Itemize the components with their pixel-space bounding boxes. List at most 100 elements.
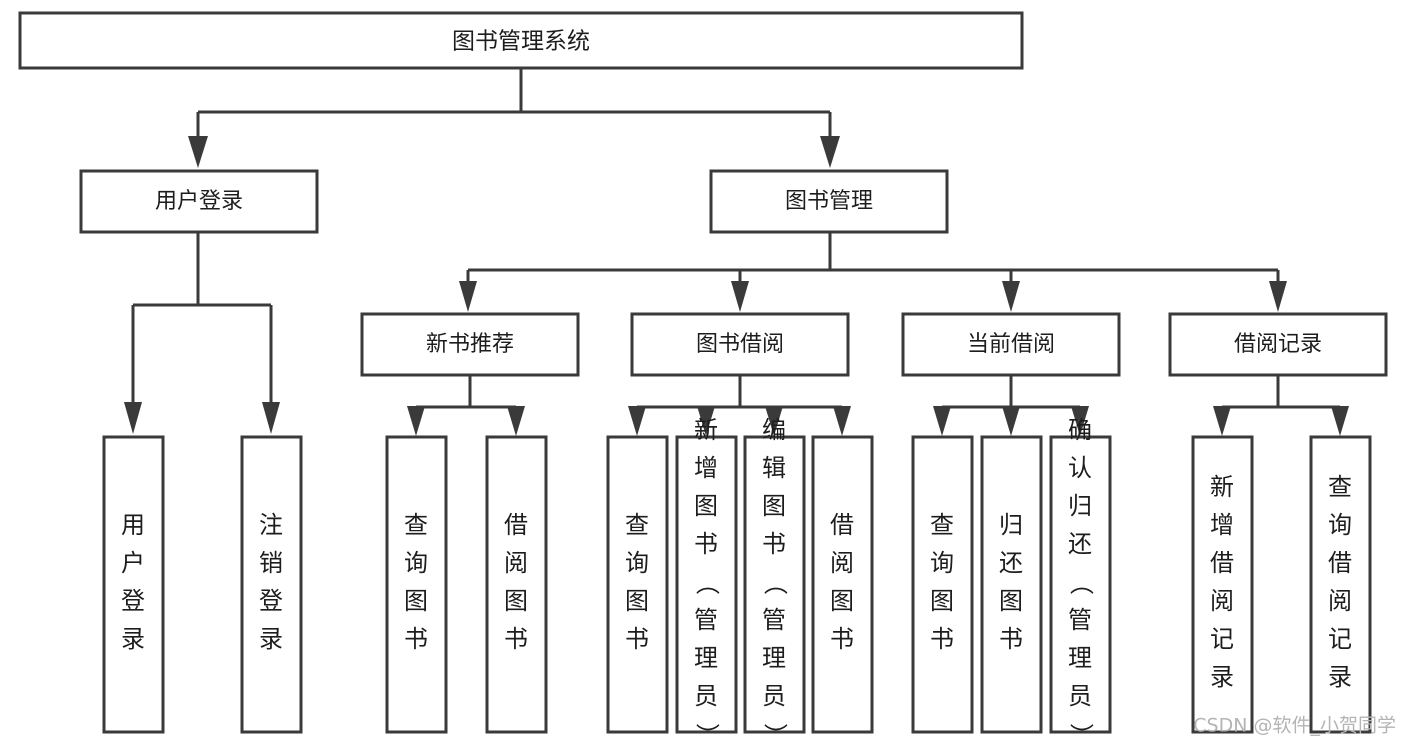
arrow-head-bookborrow-1 bbox=[628, 406, 646, 436]
arrow-head-bookmanage-2 bbox=[731, 281, 749, 312]
svg-text:（: （ bbox=[1067, 571, 1095, 595]
svg-text:（: （ bbox=[761, 571, 789, 595]
leaf-box[interactable] bbox=[811, 435, 874, 734]
arrow-head-userlogin-1 bbox=[124, 402, 142, 434]
svg-text:阅: 阅 bbox=[1210, 587, 1234, 615]
leaf-box[interactable] bbox=[1191, 435, 1254, 734]
svg-text:书: 书 bbox=[930, 625, 954, 653]
svg-text:记: 记 bbox=[1328, 625, 1352, 653]
leaf-box[interactable] bbox=[1309, 435, 1372, 734]
leaf-box[interactable] bbox=[385, 435, 448, 734]
svg-text:图: 图 bbox=[762, 492, 786, 520]
svg-text:管: 管 bbox=[762, 606, 786, 634]
svg-text:录: 录 bbox=[1210, 663, 1234, 691]
svg-text:员: 员 bbox=[1068, 682, 1092, 710]
svg-text:新: 新 bbox=[694, 416, 718, 444]
svg-text:图: 图 bbox=[694, 492, 718, 520]
svg-text:书: 书 bbox=[762, 530, 786, 558]
svg-text:归: 归 bbox=[999, 511, 1023, 539]
leaf-box[interactable] bbox=[606, 435, 669, 734]
watermark-label: CSDN @软件_小贺同学 bbox=[1193, 715, 1396, 737]
node-root-box[interactable] bbox=[18, 11, 1024, 70]
svg-text:借: 借 bbox=[504, 511, 528, 539]
connector-group-new-book bbox=[407, 375, 525, 436]
arrow-head-bookmanage-4 bbox=[1269, 281, 1287, 312]
svg-text:书: 书 bbox=[694, 530, 718, 558]
node-borrow-record-label: 借阅记录 bbox=[1234, 332, 1322, 357]
svg-text:查: 查 bbox=[404, 511, 428, 539]
svg-text:借: 借 bbox=[1210, 549, 1234, 577]
node-user-login-box[interactable] bbox=[79, 169, 319, 234]
node-book-manage[interactable]: 图书管理 bbox=[709, 169, 949, 234]
arrow-head-borrowrecord-2 bbox=[1331, 406, 1349, 436]
arrow-head-bookmanage-3 bbox=[1002, 281, 1020, 312]
leaf-box[interactable] bbox=[743, 435, 806, 734]
svg-text:理: 理 bbox=[1068, 644, 1092, 672]
svg-text:阅: 阅 bbox=[504, 549, 528, 577]
leaf-box[interactable] bbox=[1049, 435, 1112, 734]
node-book-borrow[interactable]: 图书借阅 bbox=[630, 312, 850, 377]
svg-text:管: 管 bbox=[694, 606, 718, 634]
svg-text:理: 理 bbox=[694, 644, 718, 672]
arrow-head-currentborrow-3 bbox=[1071, 406, 1089, 436]
node-book-manage-box[interactable] bbox=[709, 169, 949, 234]
node-book-borrow-box[interactable] bbox=[630, 312, 850, 377]
svg-text:询: 询 bbox=[404, 549, 428, 577]
node-borrow-record-box[interactable] bbox=[1168, 312, 1388, 377]
node-new-book[interactable]: 新书推荐 bbox=[360, 312, 580, 377]
svg-text:注: 注 bbox=[259, 511, 283, 539]
connector-group-book-manage bbox=[459, 232, 1287, 312]
svg-text:录: 录 bbox=[121, 625, 145, 653]
node-root[interactable]: 图书管理系统 bbox=[18, 11, 1024, 70]
connector-group-book-borrow bbox=[628, 375, 851, 436]
svg-text:询: 询 bbox=[1328, 511, 1352, 539]
leaf-box[interactable] bbox=[675, 435, 738, 734]
node-borrow-record[interactable]: 借阅记录 bbox=[1168, 312, 1388, 377]
leaf-box[interactable] bbox=[102, 435, 165, 734]
svg-text:阅: 阅 bbox=[1328, 587, 1352, 615]
leaf-label: 用户登录 bbox=[121, 511, 145, 653]
node-current-borrow[interactable]: 当前借阅 bbox=[901, 312, 1121, 377]
node-user-login-label: 用户登录 bbox=[155, 189, 243, 214]
svg-text:阅: 阅 bbox=[830, 549, 854, 577]
svg-text:归: 归 bbox=[1068, 492, 1092, 520]
node-new-book-label: 新书推荐 bbox=[426, 332, 514, 357]
svg-text:确: 确 bbox=[1068, 416, 1092, 444]
svg-text:借: 借 bbox=[1328, 549, 1352, 577]
arrow-head-newbook-1 bbox=[407, 406, 425, 436]
node-user-login[interactable]: 用户登录 bbox=[79, 169, 319, 234]
svg-text:图: 图 bbox=[625, 587, 649, 615]
svg-text:还: 还 bbox=[1068, 530, 1092, 558]
leaf-box[interactable] bbox=[911, 435, 974, 734]
node-current-borrow-label: 当前借阅 bbox=[967, 332, 1055, 357]
arrow-head-root-2 bbox=[820, 136, 840, 168]
leaf-box[interactable] bbox=[980, 435, 1043, 734]
leaf-node[interactable]: 用户登录 bbox=[102, 435, 165, 734]
svg-text:记: 记 bbox=[1210, 625, 1234, 653]
svg-text:录: 录 bbox=[259, 625, 283, 653]
arrow-head-bookborrow-2 bbox=[697, 406, 715, 436]
svg-text:增: 增 bbox=[1210, 511, 1234, 539]
node-current-borrow-box[interactable] bbox=[901, 312, 1121, 377]
svg-text:询: 询 bbox=[625, 549, 649, 577]
leaf-box[interactable] bbox=[240, 435, 303, 734]
leaf-box[interactable] bbox=[485, 435, 548, 734]
node-new-book-box[interactable] bbox=[360, 312, 580, 377]
svg-text:用: 用 bbox=[121, 511, 145, 539]
